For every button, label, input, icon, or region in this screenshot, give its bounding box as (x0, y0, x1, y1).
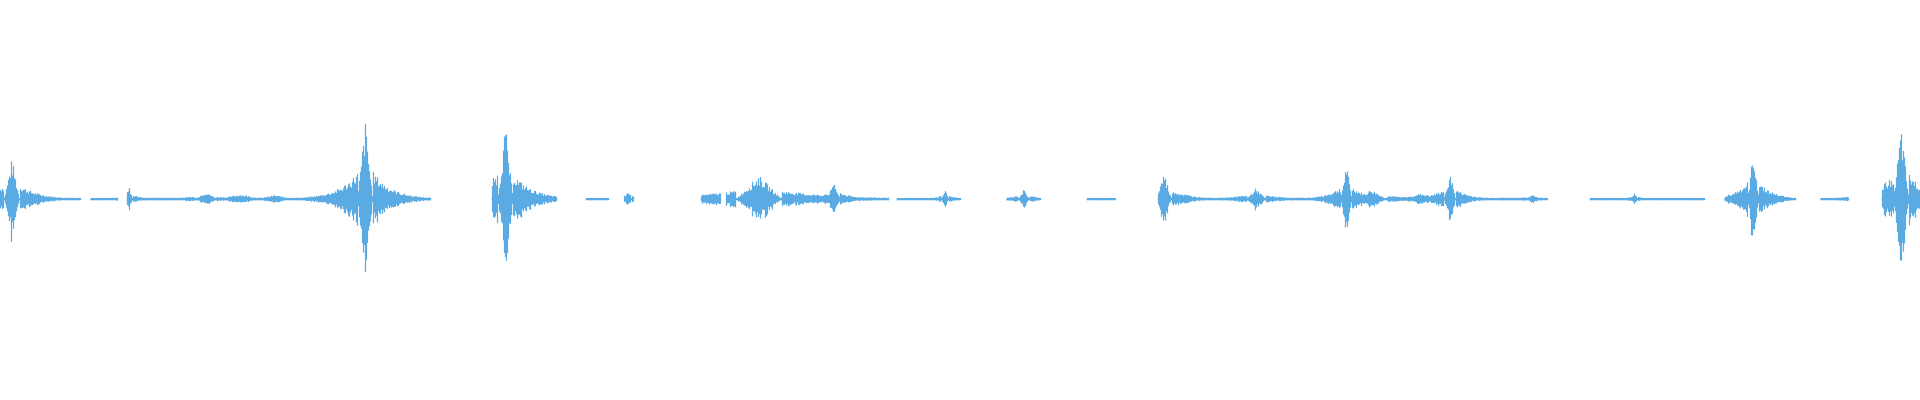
waveform-columns (0, 123, 1920, 273)
